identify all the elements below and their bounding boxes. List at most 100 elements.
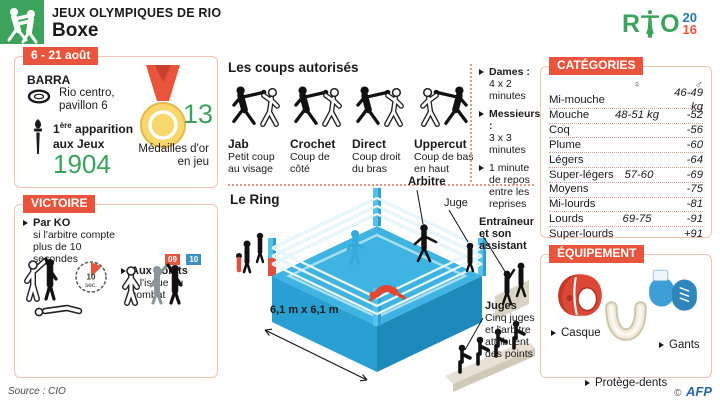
first-appearance-line1: 1ère apparition: [53, 121, 134, 136]
category-name: Mouche: [549, 109, 590, 122]
gold-medal-icon: [140, 65, 186, 148]
rounds-item-messieurs: Messieurs : 3 x 3 minutes: [479, 108, 540, 156]
copyright-symbol: ©: [674, 388, 682, 399]
rounds-list: Dames : 4 x 2 minutes Messieurs : 3 x 3 …: [479, 66, 540, 210]
table-row: Mi-mouche 46-49 kg: [549, 87, 703, 114]
venue-name: BARRA: [27, 73, 71, 87]
coup-crochet: Crochet Coup de côté: [290, 80, 350, 175]
headgear-icon: [558, 274, 602, 316]
first-year: 1904: [53, 149, 111, 179]
categories-label: CATÉGORIES: [549, 57, 644, 75]
juges-label-block: Juges Cinq juges et l'arbitre attribuent…: [485, 300, 541, 360]
category-male-weight: -56: [686, 124, 703, 137]
page-kicker: JEUX OLYMPIQUES DE RIO: [52, 6, 222, 20]
gold-medal-caption: Médailles d'or en jeu: [138, 143, 209, 168]
coups-title: Les coups autorisés: [228, 60, 359, 75]
category-male-weight: -75: [686, 183, 703, 196]
equipement-card: ÉQUIPEMENT Casque Gants Protège-dents: [540, 245, 712, 389]
bullet-icon: [479, 68, 484, 75]
juge-label: Juge: [444, 197, 468, 209]
table-row: Mouche 48-51 kg -52: [549, 107, 703, 123]
coup-direct: Direct Coup droit du bras: [352, 80, 412, 175]
category-male-weight: -81: [686, 198, 703, 211]
ring-ropes-front: [271, 246, 483, 316]
rio2016-logo: R O 20 16: [622, 7, 697, 41]
ring-title: Le Ring: [230, 192, 280, 207]
red-boxer-down: [368, 285, 406, 302]
bullet-icon: [585, 379, 590, 386]
categories-rows: Mi-mouche 46-49 kg Mouche 48-51 kg -52 C…: [549, 87, 703, 241]
seated-judges: [458, 320, 526, 374]
category-male-weight: -64: [686, 153, 703, 166]
category-name: Coq: [549, 124, 570, 137]
vertical-divider: [470, 64, 472, 182]
category-name: Lourds: [549, 212, 584, 225]
uppercut-illustration: [414, 80, 472, 132]
category-female-weight: 57-60: [624, 168, 654, 181]
afp-logo: © AFP: [674, 383, 712, 401]
category-name: Super-légers: [549, 168, 614, 181]
table-row: Lourds 69-75 -91: [549, 211, 703, 226]
venue-line2: pavillon 6: [59, 100, 108, 112]
points-scene-illustration: [122, 263, 183, 306]
category-name: Mi-lourds: [549, 198, 596, 211]
afp-wordmark: AFP: [686, 384, 712, 399]
dimension-arrow: [264, 328, 368, 382]
category-name: Mi-mouche: [549, 94, 605, 107]
entraineur-label: Entraîneur et son assistant: [479, 216, 535, 252]
horizontal-divider: [228, 184, 534, 186]
ring-dimension-label: 6,1 m x 6,1 m: [270, 304, 339, 316]
victoire-label: VICTOIRE: [23, 195, 96, 213]
boxing-icon: [7, 8, 38, 44]
mouthguard-icon: [605, 301, 647, 341]
juges-desc: Cinq juges et l'arbitre attribuent des p…: [485, 312, 535, 360]
first-appearance: 1ère apparition aux Jeux: [53, 119, 133, 151]
rounds-item-dames: Dames : 4 x 2 minutes: [479, 66, 537, 102]
score-badge-red: 09: [165, 254, 180, 265]
crochet-illustration: [290, 80, 348, 132]
logo-year-top: 20: [682, 10, 697, 25]
page-title: Boxe: [52, 20, 99, 41]
blue-boxer: [346, 230, 364, 266]
logo-letter-o: O: [660, 9, 680, 38]
logo-year: 20 16: [682, 10, 697, 36]
category-male-weight: 46-49 kg: [674, 86, 703, 114]
category-male-weight: -52: [686, 109, 703, 122]
casque-label: Casque: [551, 327, 720, 339]
categories-header: ♀ ♂: [549, 79, 703, 93]
coup-jab: Jab Petit coup au visage: [228, 80, 288, 175]
ko-scene-illustration: 10 sec.: [24, 257, 107, 317]
bullet-icon: [23, 219, 28, 226]
referee-figure: [413, 224, 438, 263]
trainer-figures: [501, 262, 527, 306]
direct-illustration: [352, 80, 410, 132]
category-name: Légers: [549, 153, 584, 166]
stadium-icon: [27, 89, 51, 104]
category-male-weight: -60: [686, 139, 703, 151]
bullet-icon: [121, 267, 126, 274]
jab-illustration: [228, 80, 286, 132]
category-male-weight: -91: [686, 212, 703, 225]
categories-table: ♀ ♂ Mi-mouche 46-49 kg Mouche 48-51 kg -…: [549, 79, 703, 241]
equipement-label: ÉQUIPEMENT: [549, 245, 645, 263]
ring-illustration: [236, 188, 535, 392]
bullet-icon: [551, 329, 556, 336]
categories-card: CATÉGORIES ♀ ♂ Mi-mouche 46-49 kg Mouche…: [540, 57, 712, 241]
category-female-weight: 69-75: [622, 212, 652, 225]
first-appearance-line2: aux Jeux: [53, 136, 105, 151]
christ-statue-icon: [640, 10, 660, 38]
logo-letter-r: R: [622, 9, 641, 38]
ring-left-face: [272, 276, 377, 372]
venue-location: Rio centro, pavillon 6: [59, 87, 115, 113]
gold-medal-count: 13: [183, 99, 214, 129]
category-name: Plume: [549, 139, 582, 151]
table-row: Moyens -75: [549, 181, 703, 197]
protege-dents-label: Protège-dents: [585, 377, 720, 389]
table-row: Plume -60: [549, 137, 703, 152]
bullet-icon: [479, 164, 484, 171]
gants-label: Gants: [659, 339, 720, 351]
category-male-weight: +91: [683, 227, 703, 240]
juges-title: Juges: [485, 300, 517, 312]
sport-pictogram-box: [0, 0, 44, 44]
category-name: Moyens: [549, 183, 589, 196]
